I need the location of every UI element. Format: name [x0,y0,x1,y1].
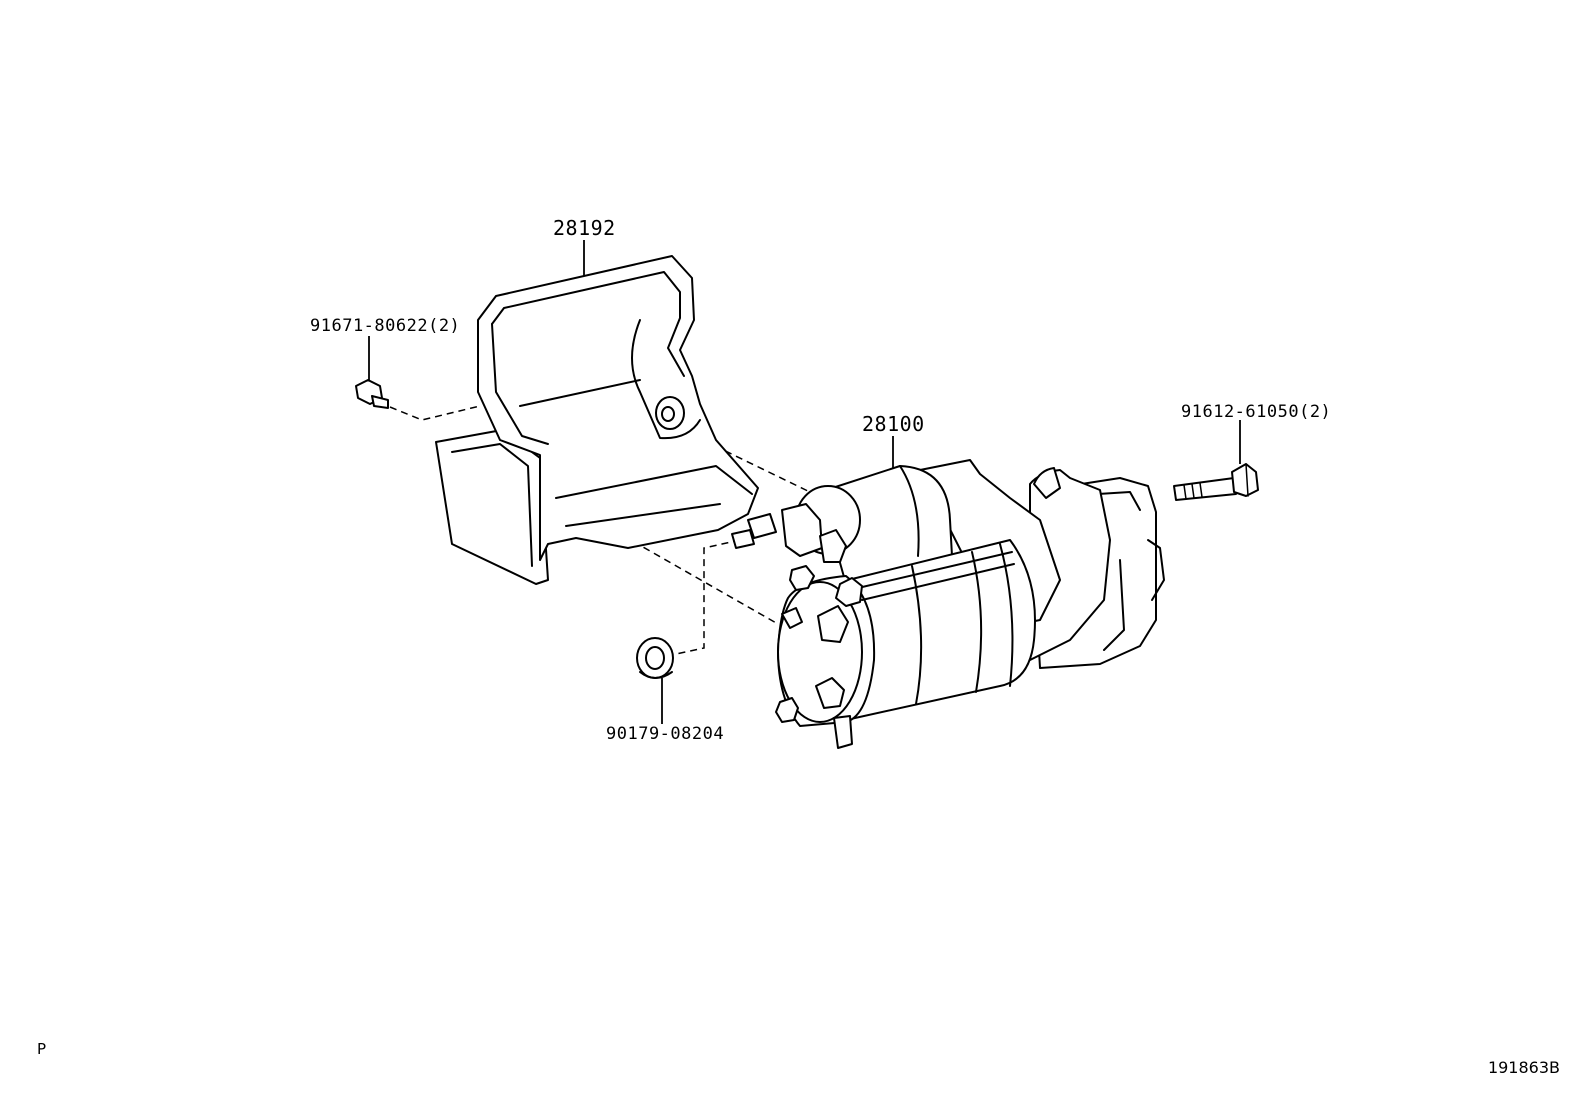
diagram-id: 191863B [1487,1058,1560,1077]
nut-part-number[interactable]: 90179-08204 [606,724,725,744]
corner-mark: P [37,1040,47,1058]
long-bolt-icon [1173,463,1259,501]
starter-cover-icon [435,255,759,585]
mount-bolt-part-number[interactable]: 91612-61050(2) [1181,402,1332,422]
starter-part-number[interactable]: 28100 [862,412,925,436]
cover-bolt-part-number[interactable]: 91671-80622(2) [310,316,461,336]
small-bolt-icon [355,379,389,409]
nut-icon [636,637,674,679]
starter-motor-icon [731,459,1165,749]
cover-part-number[interactable]: 28192 [553,216,616,240]
